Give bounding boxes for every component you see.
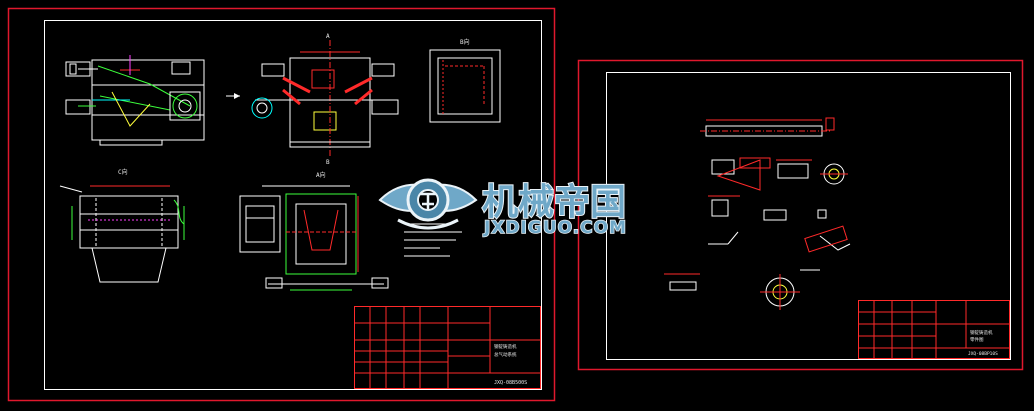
section-marker-b: B — [326, 159, 330, 166]
view-a-label: A向 — [316, 171, 326, 179]
view-front-section: A B — [226, 33, 399, 166]
view-b-plan: B向 — [429, 38, 501, 123]
title-block-1-title-line2: 总气动系统 — [494, 351, 517, 358]
title-block-1-drawing-no: JXQ-08B500S — [494, 380, 527, 386]
title-block-2-drawing-no: JXQ-08BP10S — [968, 351, 998, 357]
part-drawings — [664, 117, 851, 310]
title-block-sheet-1: 钢锭铸造机 总气动系统 JXQ-08B500S — [354, 306, 541, 389]
drawing-sheet-1: A B B向 C向 — [7, 7, 556, 402]
view-c-hopper: C向 — [59, 168, 185, 283]
drawing-sheet-2: 钢锭铸造机 零件图 JXQ-08BP10S — [577, 59, 1024, 371]
sheet-2-inner-frame — [606, 72, 1011, 360]
title-block-2-title-line2: 零件图 — [970, 336, 984, 343]
sheet-1-inner-frame — [44, 20, 542, 390]
watermark-en-text: JXDIGUO.COM — [483, 218, 627, 238]
section-marker-a: A — [326, 33, 330, 40]
sheet-2-outer-border — [577, 59, 1024, 371]
view-b-label: B向 — [460, 38, 470, 46]
title-block-1-title-line1: 钢锭铸造机 — [494, 343, 517, 350]
watermark-cn-text: 机械帝国 — [482, 182, 626, 223]
gear-wings-emblem-icon — [378, 178, 478, 230]
title-block-2-title-line1: 钢锭铸造机 — [970, 329, 993, 336]
view-a-assembly: A向 — [239, 171, 389, 291]
site-watermark: 机械帝国 JXDIGUO.COM — [378, 178, 627, 239]
view-c-label: C向 — [118, 168, 128, 176]
view-side-elevation — [65, 55, 205, 146]
title-block-sheet-2: 钢锭铸造机 零件图 JXQ-08BP10S — [858, 300, 1010, 359]
sheet-1-outer-border — [7, 7, 556, 402]
